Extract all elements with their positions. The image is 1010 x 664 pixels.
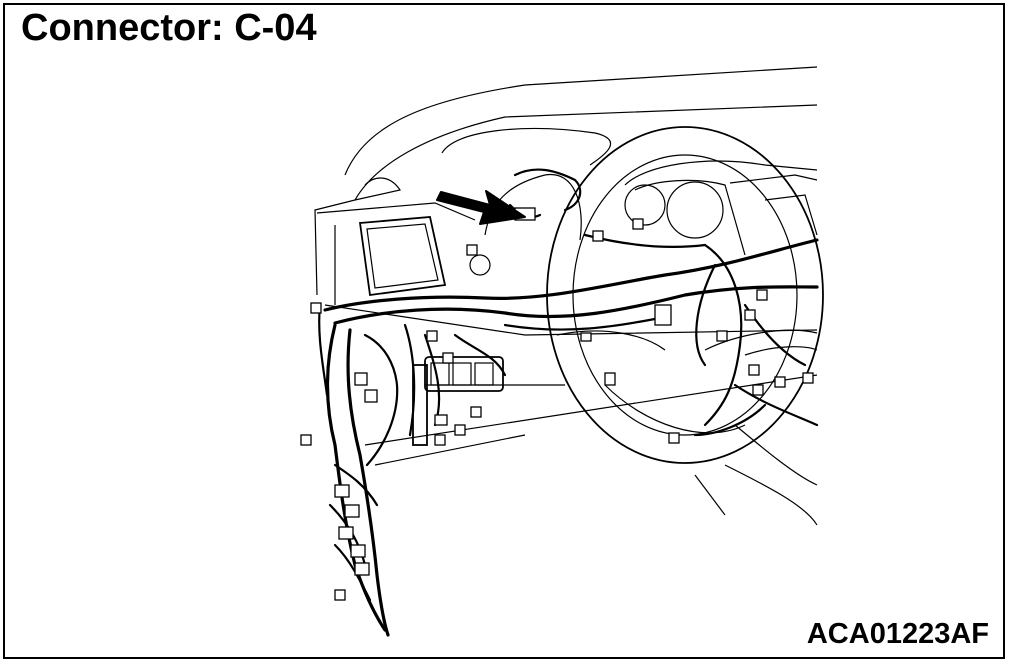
pointer-arrow [436, 190, 526, 225]
center-vent [358, 216, 491, 297]
connectors [300, 207, 814, 601]
figure-frame: Connector: C-04 [3, 3, 1005, 659]
dashboard-harness-illustration [300, 66, 824, 637]
junction-block [412, 356, 504, 446]
dashboard-outline [314, 66, 818, 466]
steering-column [694, 346, 818, 516]
diagram-title: Connector: C-04 [21, 7, 317, 49]
steering-wheel [546, 126, 824, 526]
figure-code: ACA01223AF [806, 618, 989, 650]
left-harness-bundle [318, 303, 507, 637]
main-harness [323, 168, 819, 437]
